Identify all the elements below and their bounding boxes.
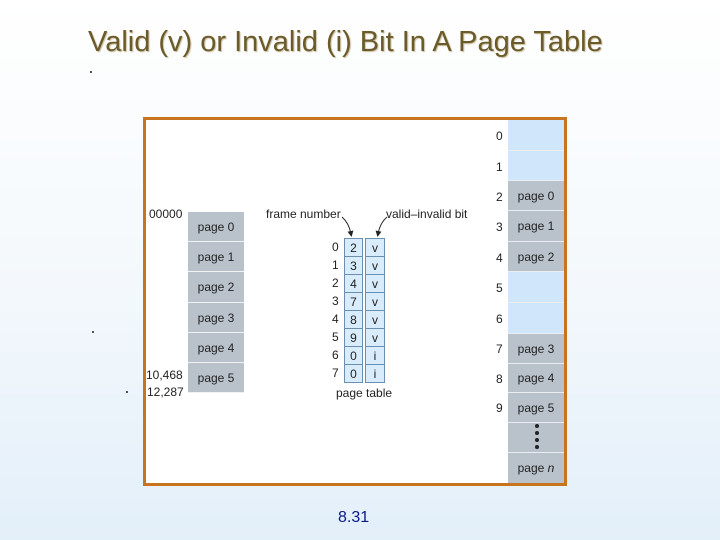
page-table-bit: v [365, 274, 385, 293]
frame-index: 1 [496, 160, 503, 174]
frame-index: 6 [496, 312, 503, 326]
slide-number: 8.31 [338, 509, 370, 526]
frame-index: 9 [496, 401, 503, 415]
physical-frame [508, 272, 564, 303]
page-table-bit: v [365, 292, 385, 311]
physical-frame [508, 120, 564, 151]
page-table-bit: v [365, 328, 385, 347]
frame-index: 4 [496, 251, 503, 265]
label-arrows [341, 216, 388, 237]
logical-page-1: page 1 [188, 242, 244, 272]
page-table-caption: page table [336, 386, 393, 400]
physical-frame-last: page n [508, 453, 564, 483]
logical-page-5: page 5 [188, 363, 244, 393]
logical-page-3: page 3 [188, 303, 244, 333]
page-table-frame: 3 [344, 256, 363, 275]
logical-boundary-address: 10,468 [146, 368, 183, 382]
slide-title: Valid (v) or Invalid (i) Bit In A Page T… [88, 26, 603, 58]
frame-index: 7 [496, 342, 503, 356]
page-table-index: 2 [332, 276, 339, 290]
frame-index: 8 [496, 372, 503, 386]
physical-frame: page 4 [508, 364, 564, 393]
page-table-frame: 7 [344, 292, 363, 311]
valid-invalid-label: valid–invalid bit [386, 207, 468, 221]
page-table-frame: 2 [344, 238, 363, 257]
frame-index: 0 [496, 129, 503, 143]
page-table-index: 4 [332, 312, 339, 326]
physical-frame [508, 303, 564, 334]
physical-frame: page 0 [508, 181, 564, 211]
physical-frame: page 2 [508, 242, 564, 272]
page-table-bit: i [365, 364, 385, 383]
diagram-frame: 00000 page 0 page 1 page 2 page 3 page 4… [143, 117, 567, 486]
page-table-frame: 0 [344, 346, 363, 365]
page-table-bit: v [365, 310, 385, 329]
logical-page-0: page 0 [188, 212, 244, 242]
decorative-dot [90, 71, 92, 73]
logical-page-2: page 2 [188, 272, 244, 303]
physical-frame: page 1 [508, 211, 564, 242]
decorative-dot [92, 331, 94, 333]
physical-frame: page 5 [508, 393, 564, 423]
logical-end-address: 12,287 [147, 385, 184, 399]
logical-start-address: 00000 [149, 207, 183, 221]
page-table-index: 0 [332, 240, 339, 254]
page-table-bit: v [365, 238, 385, 257]
physical-frame [508, 151, 564, 181]
logical-page-4: page 4 [188, 333, 244, 363]
valid-bit-arrow [375, 216, 388, 237]
vertical-ellipsis-icon [535, 424, 539, 452]
page-table-frame: 4 [344, 274, 363, 293]
physical-frame: page 3 [508, 334, 564, 364]
last-frame-var: n [547, 461, 555, 475]
page-table-index: 1 [332, 258, 339, 272]
frame-index: 5 [496, 281, 503, 295]
last-frame-prefix: page [517, 461, 545, 475]
page-table-frame: 8 [344, 310, 363, 329]
page-table-index: 7 [332, 366, 339, 380]
page-table-index: 3 [332, 294, 339, 308]
page-table-index: 6 [332, 348, 339, 362]
page-table-bit: v [365, 256, 385, 275]
frame-number-label: frame number [266, 207, 341, 221]
frame-index: 2 [496, 190, 503, 204]
page-table-bit: i [365, 346, 385, 365]
page-table-frame: 0 [344, 364, 363, 383]
frame-number-arrow [341, 216, 354, 237]
decorative-dot [126, 391, 128, 393]
page-table-index: 5 [332, 330, 339, 344]
page-table-frame: 9 [344, 328, 363, 347]
frame-index: 3 [496, 220, 503, 234]
